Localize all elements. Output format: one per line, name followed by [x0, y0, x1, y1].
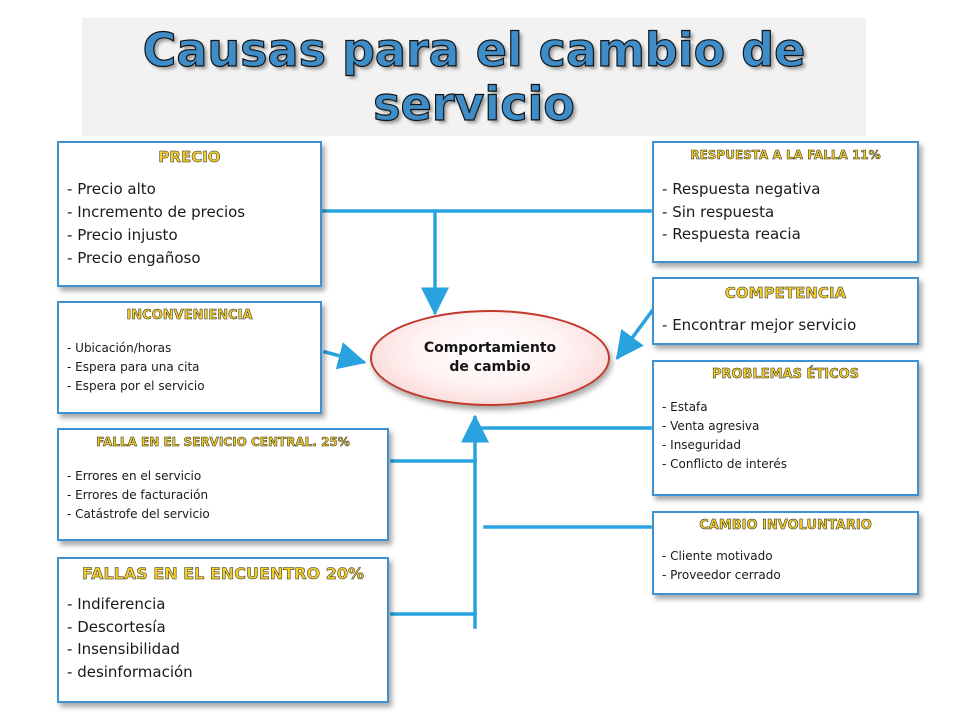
box-inconveniencia-list: Ubicación/horas Espera para una cita Esp… — [67, 339, 312, 396]
box-respuesta-falla-list: Respuesta negativa Sin respuesta Respues… — [662, 178, 909, 246]
list-item: Errores en el servicio — [67, 467, 379, 486]
box-falla-servicio-central-list: Errores en el servicio Errores de factur… — [67, 467, 379, 524]
box-competencia-list: Encontrar mejor servicio — [662, 314, 909, 336]
list-item: desinformación — [67, 661, 379, 684]
box-precio: PRECIO Precio alto Incremento de precios… — [57, 141, 322, 287]
box-problemas-eticos: PROBLEMAS ÉTICOS Estafa Venta agresiva I… — [652, 360, 919, 496]
list-item: Precio injusto — [67, 224, 312, 247]
box-respuesta-falla: RESPUESTA A LA FALLA 11% Respuesta negat… — [652, 141, 919, 263]
box-precio-list: Precio alto Incremento de precios Precio… — [67, 178, 312, 270]
list-item: Estafa — [662, 398, 909, 417]
list-item: Precio alto — [67, 178, 312, 201]
connector-competencia — [615, 308, 655, 360]
box-cambio-involuntario-heading: CAMBIO INVOLUNTARIO — [699, 518, 872, 534]
box-inconveniencia-heading: INCONVENIENCIA — [126, 308, 253, 324]
list-item: Respuesta negativa — [662, 178, 909, 201]
box-competencia: COMPETENCIA Encontrar mejor servicio — [652, 277, 919, 345]
list-item: Conflicto de interés — [662, 455, 909, 474]
list-item: Insensibilidad — [67, 638, 379, 661]
list-item: Catástrofe del servicio — [67, 505, 379, 524]
list-item: Venta agresiva — [662, 417, 909, 436]
box-inconveniencia: INCONVENIENCIA Ubicación/horas Espera pa… — [57, 301, 322, 414]
list-item: Incremento de precios — [67, 201, 312, 224]
center-node-label: Comportamiento de cambio — [423, 340, 557, 375]
box-fallas-encuentro-list: Indiferencia Descortesía Insensibilidad … — [67, 593, 379, 683]
box-problemas-eticos-list: Estafa Venta agresiva Inseguridad Confli… — [662, 398, 909, 474]
list-item: Errores de facturación — [67, 486, 379, 505]
box-falla-servicio-central-heading: FALLA EN EL SERVICIO CENTRAL. 25% — [96, 435, 350, 450]
box-competencia-heading: COMPETENCIA — [724, 284, 847, 303]
box-falla-servicio-central: FALLA EN EL SERVICIO CENTRAL. 25% Errore… — [57, 428, 389, 541]
box-cambio-involuntario-list: Cliente motivado Proveedor cerrado — [662, 547, 909, 585]
title-band — [82, 18, 866, 136]
list-item: Precio engañoso — [67, 247, 312, 270]
list-item: Proveedor cerrado — [662, 566, 909, 585]
box-fallas-encuentro: FALLAS EN EL ENCUENTRO 20% Indiferencia … — [57, 557, 389, 703]
box-precio-heading: PRECIO — [158, 148, 221, 167]
list-item: Inseguridad — [662, 436, 909, 455]
list-item: Indiferencia — [67, 593, 379, 616]
list-item: Ubicación/horas — [67, 339, 312, 358]
list-item: Sin respuesta — [662, 201, 909, 224]
list-item: Espera por el servicio — [67, 377, 312, 396]
center-node-comportamiento: Comportamiento de cambio — [370, 310, 610, 406]
list-item: Descortesía — [67, 616, 379, 639]
list-item: Espera para una cita — [67, 358, 312, 377]
page-title: Causas para el cambio de servicio — [142, 22, 806, 131]
box-respuesta-falla-heading: RESPUESTA A LA FALLA 11% — [690, 148, 881, 163]
box-problemas-eticos-heading: PROBLEMAS ÉTICOS — [711, 367, 860, 383]
list-item: Encontrar mejor servicio — [662, 314, 909, 336]
box-cambio-involuntario: CAMBIO INVOLUNTARIO Cliente motivado Pro… — [652, 511, 919, 595]
list-item: Respuesta reacia — [662, 223, 909, 246]
list-item: Cliente motivado — [662, 547, 909, 566]
connector-inconveniencia — [322, 342, 367, 370]
box-fallas-encuentro-heading: FALLAS EN EL ENCUENTRO 20% — [81, 564, 365, 584]
